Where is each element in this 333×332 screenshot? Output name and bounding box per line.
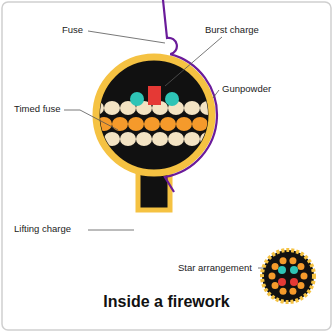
star-dot — [289, 288, 296, 295]
star-dot — [269, 273, 276, 280]
star-dot — [297, 263, 304, 270]
star — [104, 132, 120, 146]
star-dot — [290, 278, 298, 286]
star-dot — [280, 288, 287, 295]
star — [112, 117, 128, 131]
part-label: Gunpowder — [222, 84, 271, 94]
part-label: Fuse — [62, 25, 83, 35]
star-dot — [278, 278, 286, 286]
star — [104, 101, 120, 115]
star-arrangement-dots — [269, 257, 308, 294]
star-arrangement-shell — [262, 250, 314, 302]
star — [192, 117, 208, 131]
diagram-title: Inside a firework — [0, 293, 333, 311]
frame — [2, 2, 331, 330]
star-dot — [289, 257, 296, 264]
star — [88, 132, 104, 146]
star-dot — [280, 257, 287, 264]
leader-lines — [64, 31, 263, 268]
burst-charge — [148, 86, 161, 105]
part-label: Lifting charge — [14, 224, 71, 234]
part-label: Timed fuse — [14, 104, 61, 114]
star — [160, 117, 176, 131]
color-star — [130, 92, 144, 106]
star — [96, 117, 112, 131]
star — [120, 132, 136, 146]
star — [200, 101, 216, 115]
color-star — [165, 92, 179, 106]
star — [168, 132, 184, 146]
star-dot — [297, 282, 304, 289]
star — [184, 101, 200, 115]
star — [88, 101, 104, 115]
star — [184, 132, 200, 146]
star-dot — [278, 266, 286, 274]
star — [144, 117, 160, 131]
star — [128, 117, 144, 131]
part-label: Burst charge — [205, 25, 259, 35]
star — [152, 132, 168, 146]
star-dot — [272, 282, 279, 289]
part-label: Star arrangement — [178, 263, 252, 273]
star-dot — [290, 266, 298, 274]
star — [176, 117, 192, 131]
star-dot — [301, 273, 308, 280]
star-dot — [272, 263, 279, 270]
shell-casing — [96, 57, 212, 173]
star — [136, 132, 152, 146]
